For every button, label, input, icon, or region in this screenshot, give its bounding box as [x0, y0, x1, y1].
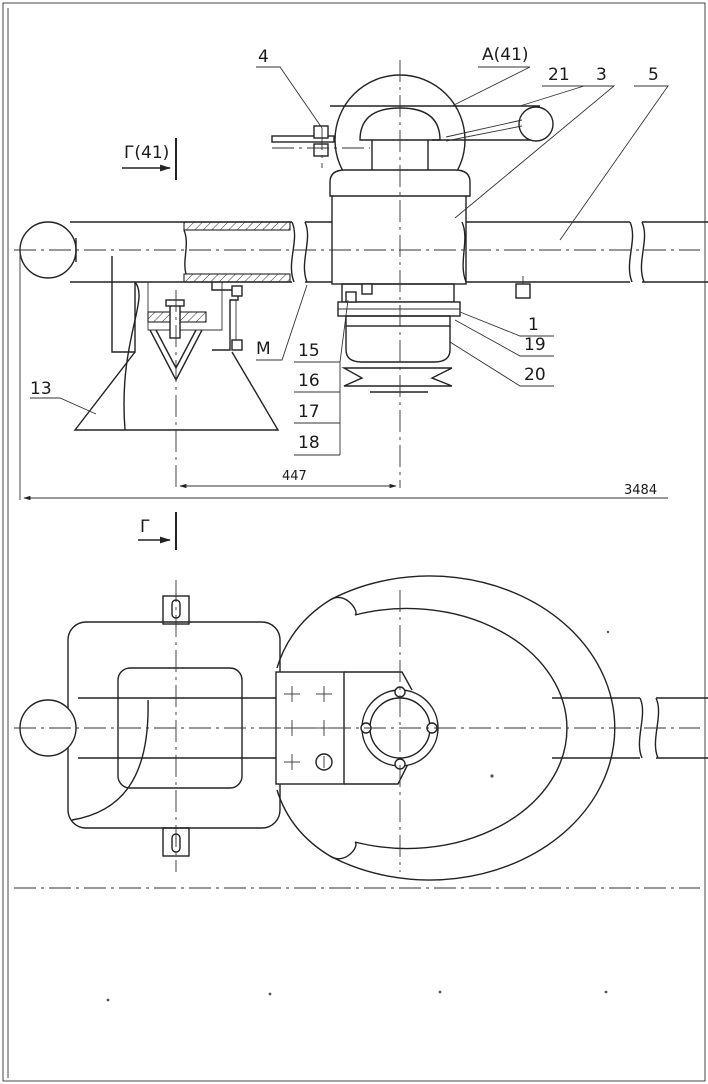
label-20: 20	[524, 365, 546, 385]
base-bracket	[73, 256, 280, 431]
label-5: 5	[648, 65, 659, 85]
label-18: 18	[298, 433, 320, 453]
leader-lines	[30, 66, 669, 550]
label-16: 16	[298, 371, 320, 391]
front-view	[14, 60, 708, 488]
base-plate	[67, 621, 281, 829]
label-15: 15	[298, 341, 320, 361]
label-g41: Г(41)	[124, 143, 169, 163]
upper-arm	[271, 105, 554, 157]
label-a41: A(41)	[482, 45, 529, 65]
plan-view	[14, 575, 708, 1002]
label-m: М	[256, 339, 271, 359]
labels: 4 A(41) 21 3 5 Г(41) М 15 16 17 18 1 19 …	[30, 45, 659, 537]
label-3: 3	[596, 65, 607, 85]
label-21: 21	[548, 65, 570, 85]
label-19: 19	[524, 335, 546, 355]
main-beam	[70, 221, 708, 283]
label-17: 17	[298, 402, 320, 422]
dimension-3484: 3484	[624, 483, 657, 498]
label-g: Г	[140, 517, 150, 537]
label-13: 13	[30, 379, 52, 399]
dimension-lines	[19, 250, 668, 501]
label-4: 4	[258, 47, 269, 67]
label-1: 1	[528, 315, 539, 335]
dimension-447: 447	[282, 469, 307, 484]
